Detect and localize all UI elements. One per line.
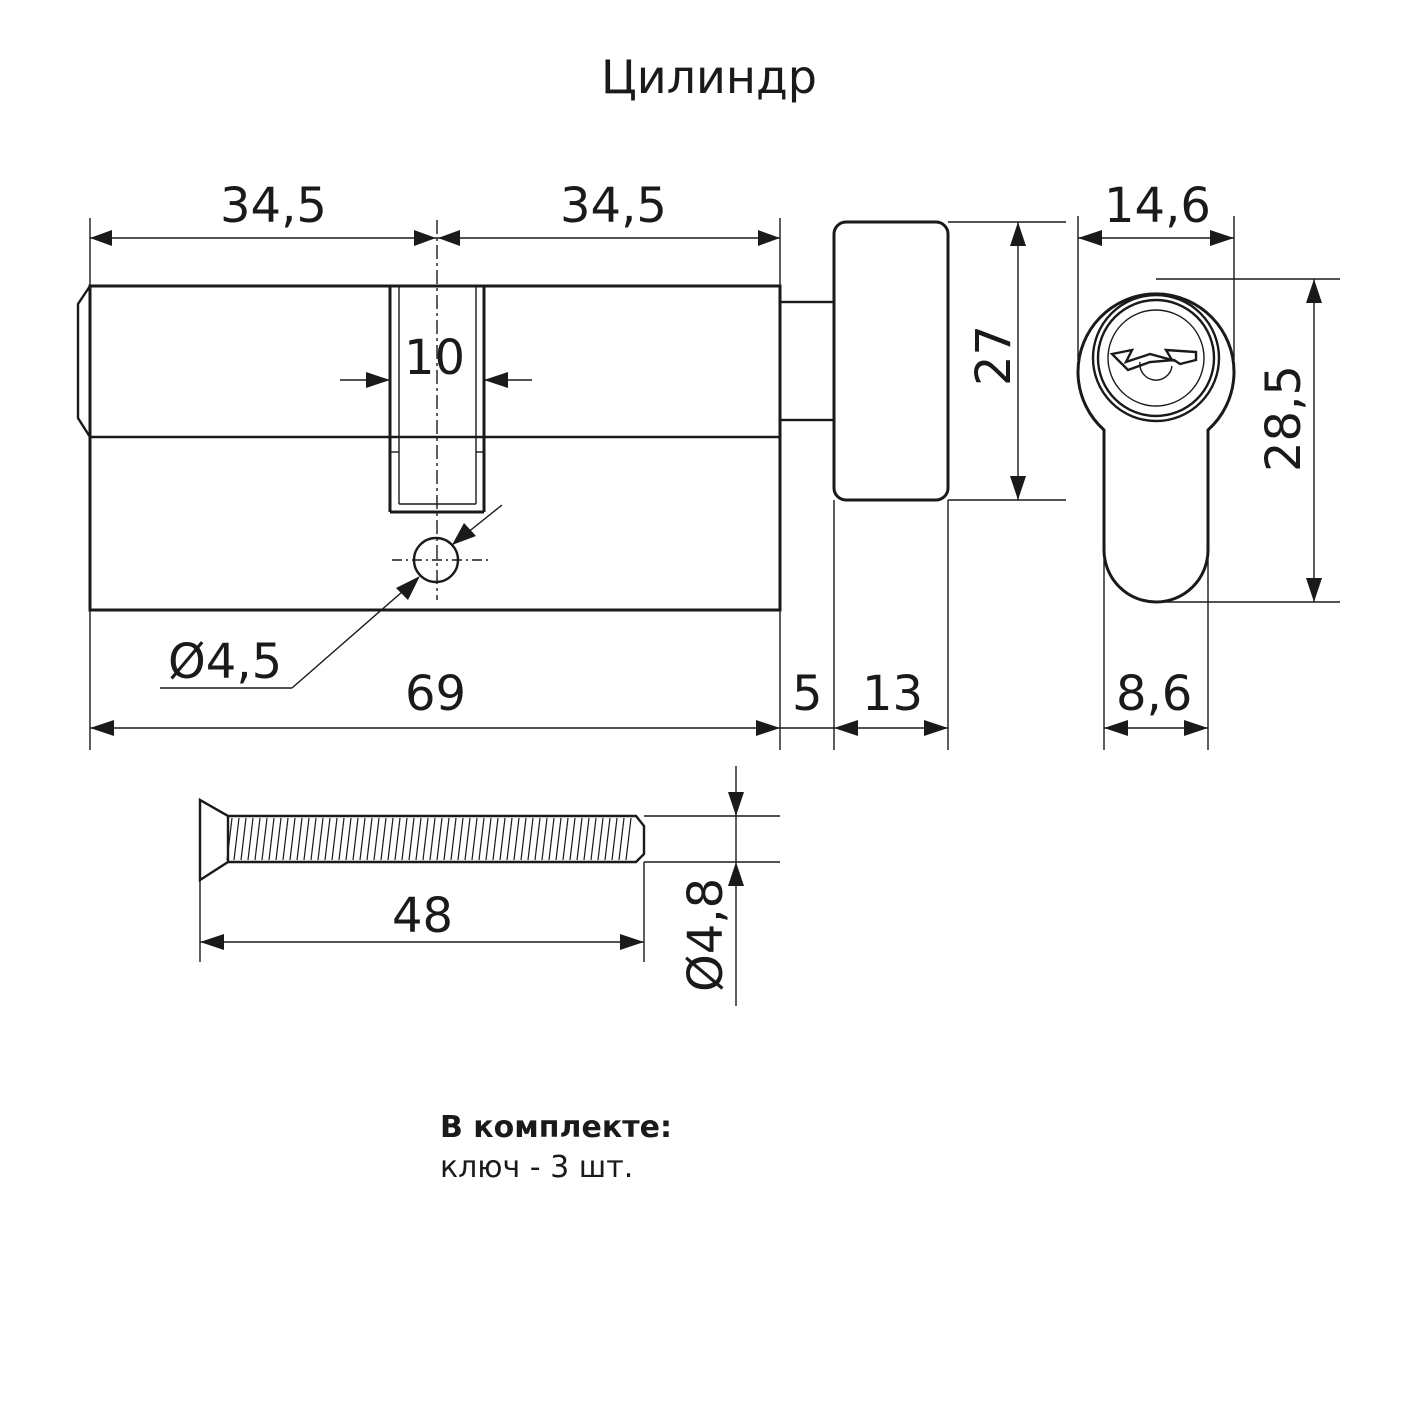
thread-line	[450, 817, 457, 861]
thread-line	[394, 817, 401, 861]
thread-line	[324, 817, 331, 861]
thread-line	[254, 817, 261, 861]
screw-length-label: 48	[392, 888, 453, 944]
cylinder-profile	[1076, 292, 1236, 604]
thread-line	[471, 817, 478, 861]
thread-line	[597, 817, 604, 861]
cam-dimension	[340, 372, 532, 388]
thread-line	[520, 817, 527, 861]
thread-line	[583, 817, 590, 861]
thread-line	[268, 817, 275, 861]
thread-line	[506, 817, 513, 861]
thread-line	[457, 817, 464, 861]
thread-line	[555, 817, 562, 861]
cylinder-body	[76, 284, 782, 612]
thread-line	[310, 817, 317, 861]
thread-line	[548, 817, 555, 861]
cam-width-label: 10	[404, 330, 465, 386]
screw-diameter-dimension	[644, 766, 780, 1006]
thread-line	[303, 817, 310, 861]
right-half-label: 34,5	[560, 178, 667, 234]
thread-line	[345, 817, 352, 861]
thread-line	[443, 817, 450, 861]
cam-slot	[388, 286, 486, 514]
thread-line	[513, 817, 520, 861]
thread-line	[275, 817, 282, 861]
thread-line	[289, 817, 296, 861]
screw-threads	[226, 817, 632, 861]
thread-line	[485, 817, 492, 861]
top-dimensions	[89, 218, 781, 286]
thread-line	[282, 817, 289, 861]
thread-line	[261, 817, 268, 861]
knob	[778, 220, 950, 502]
thread-line	[611, 817, 618, 861]
left-half-label: 34,5	[220, 178, 327, 234]
thread-line	[492, 817, 499, 861]
thread-line	[604, 817, 611, 861]
thread-line	[534, 817, 541, 861]
thread-line	[240, 817, 247, 861]
profile-height-dimension	[1156, 278, 1340, 603]
screw-diameter-label: Ø4,8	[678, 878, 734, 992]
thread-line	[359, 817, 366, 861]
thread-line	[478, 817, 485, 861]
thread-line	[226, 817, 233, 861]
hole-diameter-label: Ø4,5	[168, 634, 282, 690]
thread-line	[429, 817, 436, 861]
thread-line	[422, 817, 429, 861]
thread-line	[569, 817, 576, 861]
body-length-label: 69	[405, 666, 466, 722]
thread-line	[366, 817, 373, 861]
profile-width-label: 14,6	[1104, 178, 1211, 234]
thread-line	[338, 817, 345, 861]
thread-line	[618, 817, 625, 861]
thread-line	[499, 817, 506, 861]
package-contents: ключ - 3 шт.	[440, 1150, 634, 1185]
thread-line	[625, 817, 632, 861]
thread-line	[233, 817, 240, 861]
thread-line	[562, 817, 569, 861]
thread-line	[317, 817, 324, 861]
thread-line	[296, 817, 303, 861]
knob-width-label: 13	[862, 666, 923, 722]
profile-width-dimension	[1077, 216, 1235, 360]
neck-length-label: 5	[792, 666, 823, 722]
screw	[198, 797, 646, 883]
thread-line	[373, 817, 380, 861]
profile-height-label: 28,5	[1256, 365, 1312, 472]
thread-line	[527, 817, 534, 861]
thread-line	[590, 817, 597, 861]
thread-line	[408, 817, 415, 861]
thread-line	[436, 817, 443, 861]
profile-bottom-dimension	[1103, 560, 1209, 750]
profile-bottom-label: 8,6	[1116, 666, 1192, 722]
mounting-hole	[160, 504, 503, 689]
thread-line	[387, 817, 394, 861]
thread-line	[415, 817, 422, 861]
knob-height-label: 27	[966, 325, 1022, 386]
thread-line	[401, 817, 408, 861]
drawing-title: Цилиндр	[601, 50, 817, 104]
thread-line	[380, 817, 387, 861]
bottom-dimensions	[89, 500, 949, 750]
thread-line	[576, 817, 583, 861]
thread-line	[331, 817, 338, 861]
thread-line	[247, 817, 254, 861]
knob-height-dimension	[948, 221, 1066, 501]
thread-line	[464, 817, 471, 861]
package-heading: В комплекте:	[440, 1110, 672, 1145]
screw-length-dimension	[199, 862, 645, 962]
thread-line	[352, 817, 359, 861]
thread-line	[541, 817, 548, 861]
